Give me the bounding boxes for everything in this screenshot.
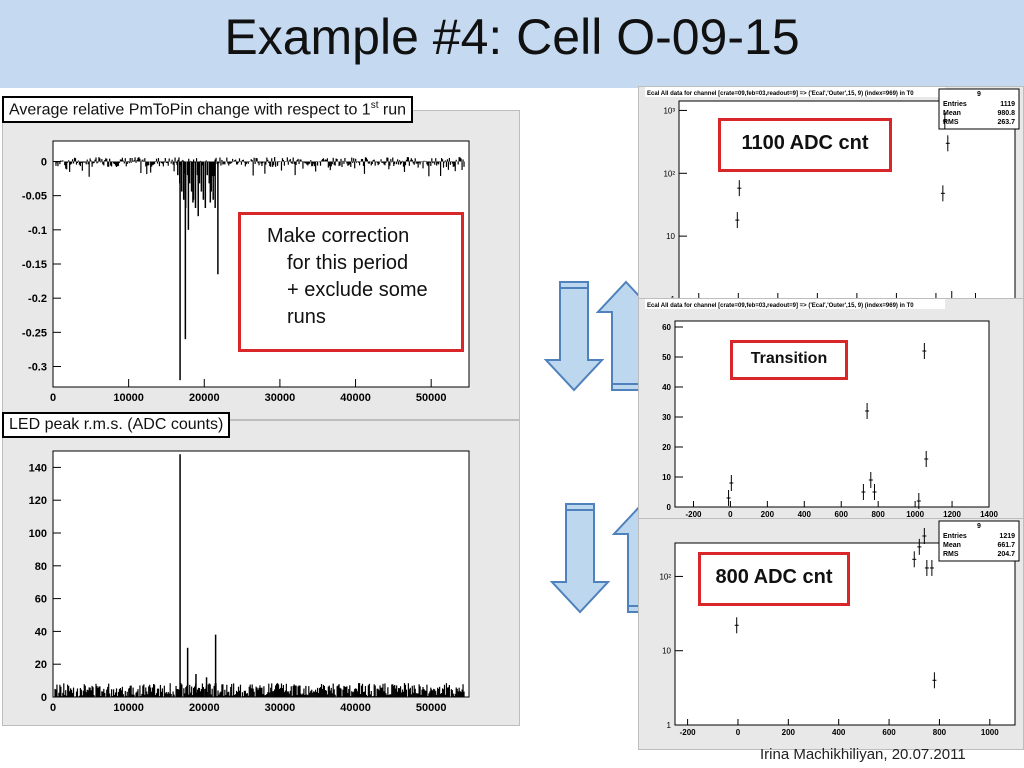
x-tick-label: 800 xyxy=(933,728,947,737)
y-tick-label: 10 xyxy=(662,647,671,656)
stats-value: 980.8 xyxy=(997,110,1015,117)
y-tick-label: 10 xyxy=(662,473,671,482)
y-tick-label: 40 xyxy=(662,383,671,392)
stats-value: 1219 xyxy=(999,533,1015,540)
stats-header: 9 xyxy=(977,523,981,530)
x-tick-label: 10000 xyxy=(113,392,144,404)
y-tick-label: -0.15 xyxy=(22,259,47,271)
x-tick-label: 0 xyxy=(50,392,56,404)
adc-histogram-2: Ecal All data for channel [crate=09,feb=… xyxy=(645,299,998,519)
plot-frame xyxy=(52,450,470,698)
x-tick-label: 20000 xyxy=(189,702,220,714)
x-tick-label: 1400 xyxy=(980,510,998,519)
y-tick-label: 60 xyxy=(35,594,47,606)
down-arrow-top xyxy=(544,281,604,392)
correction-line-3: + exclude some xyxy=(287,279,428,301)
x-tick-label: 800 xyxy=(871,510,885,519)
correction-line-2: for this period xyxy=(287,252,409,274)
x-tick-label: 1000 xyxy=(906,510,924,519)
led-rms-chart-panel: 0 20 40 60 80 100 120 140 0 10000 20000 30000 40000 5… xyxy=(2,420,520,726)
y-tick-label: 120 xyxy=(29,495,47,507)
transition-note: Transition xyxy=(730,340,848,380)
x-tick-label: 50000 xyxy=(416,702,447,714)
stats-key: RMS xyxy=(943,119,959,126)
stats-box xyxy=(938,520,1020,562)
x-tick-label: 0 xyxy=(736,728,741,737)
stats-key: Mean xyxy=(943,542,961,549)
y-tick-label: -0.05 xyxy=(22,191,47,203)
y-tick-label: 40 xyxy=(35,626,47,638)
x-tick-label: 1000 xyxy=(981,728,999,737)
y-tick-label: 20 xyxy=(35,659,47,671)
hist-title-bg xyxy=(645,87,945,97)
title-band xyxy=(0,0,1024,88)
adc-800-note: 800 ADC cnt xyxy=(698,552,850,606)
y-tick-label: 10³ xyxy=(663,106,675,115)
correction-note: Make correction for this period + exclud… xyxy=(238,212,464,352)
hist-title: Ecal All data for channel [crate=09,feb=… xyxy=(647,91,914,97)
x-tick-label: 30000 xyxy=(265,392,296,404)
y-tick-label: 0 xyxy=(41,692,47,704)
stats-header: 9 xyxy=(977,91,981,98)
y-tick-label: 10 xyxy=(666,232,675,241)
x-tick-label: 200 xyxy=(761,510,775,519)
x-tick-label: 0 xyxy=(728,510,733,519)
y-tick-label: 100 xyxy=(29,528,47,540)
adc-1100-note: 1100 ADC cnt xyxy=(718,118,892,172)
x-tick-label: 200 xyxy=(782,728,796,737)
y-tick-label: 0 xyxy=(41,157,47,169)
x-tick-label: 600 xyxy=(882,728,896,737)
x-tick-label: 20000 xyxy=(189,392,220,404)
y-tick-label: 1 xyxy=(667,721,672,730)
stats-value: 204.7 xyxy=(997,551,1015,558)
x-tick-label: 40000 xyxy=(340,702,371,714)
y-tick-label: 0 xyxy=(667,503,672,512)
stats-key: Entries xyxy=(943,533,967,540)
stats-key: Entries xyxy=(943,101,967,108)
y-tick-label: 60 xyxy=(662,323,671,332)
x-tick-label: -200 xyxy=(685,510,702,519)
y-tick-label: -0.1 xyxy=(28,225,47,237)
correction-line-1: Make correction xyxy=(267,225,410,247)
x-tick-label: 40000 xyxy=(340,392,371,404)
stats-key: Mean xyxy=(943,110,961,117)
y-tick-label: 20 xyxy=(662,443,671,452)
hist-title-bg xyxy=(645,299,945,309)
adc-histogram-2-panel: Ecal All data for channel [crate=09,feb=… xyxy=(638,298,1024,520)
x-tick-label: 10000 xyxy=(113,702,144,714)
y-tick-label: -0.25 xyxy=(22,327,47,339)
hist-title: Ecal All data for channel [crate=09,feb=… xyxy=(647,303,914,309)
y-tick-label: 10² xyxy=(659,572,671,581)
footer-author-date: Irina Machikhiliyan, 20.07.2011 xyxy=(760,746,966,763)
x-tick-label: 400 xyxy=(832,728,846,737)
stats-value: 661.7 xyxy=(997,542,1015,549)
x-tick-label: 30000 xyxy=(265,702,296,714)
y-tick-label: -0.2 xyxy=(28,293,47,305)
x-tick-label: 1200 xyxy=(943,510,961,519)
down-arrow-bottom xyxy=(550,503,610,614)
x-tick-label: 0 xyxy=(50,702,56,714)
led-rms-label: LED peak r.m.s. (ADC counts) xyxy=(2,412,231,438)
y-tick-label: -0.3 xyxy=(28,362,47,374)
stats-value: 1119 xyxy=(1000,101,1015,108)
pmtopin-label: Average relative PmToPin change with res… xyxy=(2,96,414,124)
led-rms-chart: 0 20 40 60 80 100 120 140 0 10000 20000 30000 40000 5… xyxy=(29,450,470,714)
y-tick-label: 50 xyxy=(662,353,671,362)
slide-title: Example #4: Cell O-09-15 xyxy=(224,9,800,65)
x-tick-label: 50000 xyxy=(416,392,447,404)
stats-box xyxy=(938,88,1020,130)
correction-line-4: runs xyxy=(287,306,326,328)
stats-key: RMS xyxy=(943,551,959,558)
stats-value: 263.7 xyxy=(997,119,1015,126)
x-tick-label: 600 xyxy=(835,510,849,519)
x-tick-label: -200 xyxy=(680,728,697,737)
y-tick-label: 80 xyxy=(35,561,47,573)
y-tick-label: 30 xyxy=(662,413,671,422)
y-tick-label: 10² xyxy=(663,169,675,178)
x-tick-label: 400 xyxy=(798,510,812,519)
y-tick-label: 140 xyxy=(29,462,47,474)
